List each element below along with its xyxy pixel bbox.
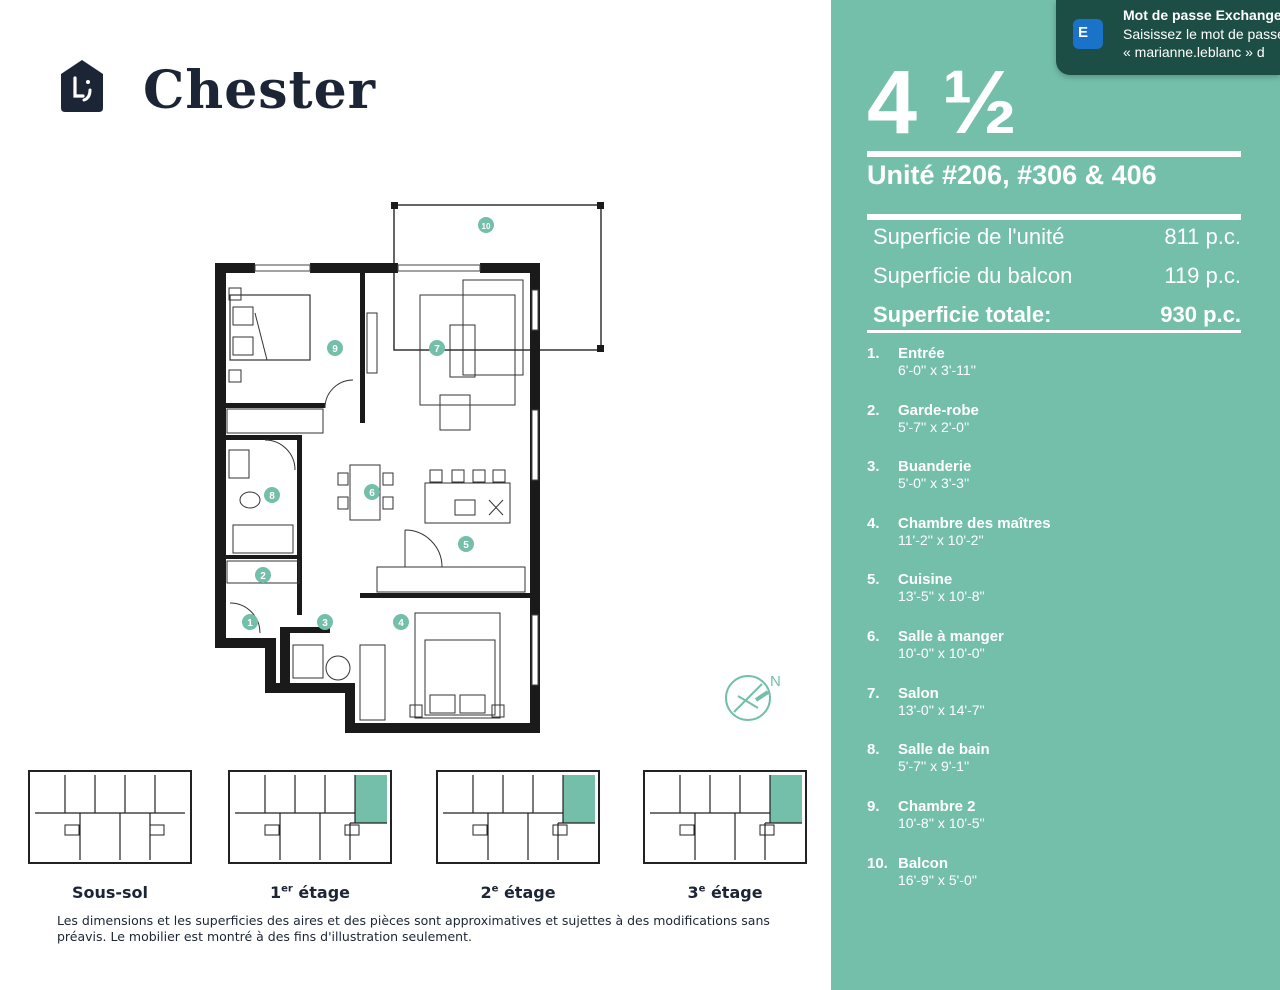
plan-label-3: 3 xyxy=(322,618,328,629)
compass-north-label: N xyxy=(770,673,781,690)
disclaimer-text: Les dimensions et les superficies des ai… xyxy=(57,913,770,944)
outlook-icon: E xyxy=(1073,19,1103,49)
notification-body-line-1: Saisissez le mot de passe xyxy=(1123,26,1280,42)
exchange-password-notification[interactable]: E Mot de passe Exchange Saisissez le mot… xyxy=(1056,0,1280,75)
mini-plan-first-floor xyxy=(228,770,392,864)
floorplan-panel: Chester xyxy=(28,60,807,944)
divider xyxy=(867,330,1241,333)
plan-label-10: 10 xyxy=(482,222,491,231)
plan-label-6: 6 xyxy=(369,488,375,499)
notification-body-line-2: « marianne.leblanc » d xyxy=(1123,44,1265,60)
unit-info-panel: 4 ½ Unité #206, #306 & 406 Superficie de… xyxy=(831,0,1280,990)
plan-label-1: 1 xyxy=(247,618,253,629)
plan-label-8: 8 xyxy=(269,491,275,502)
divider xyxy=(867,151,1241,157)
unit-type-title: 4 ½ xyxy=(867,53,1018,153)
mini-plan-basement xyxy=(28,770,192,864)
mini-plan-label-third-floor: 3e étage xyxy=(687,883,763,902)
chester-logo-icon xyxy=(61,60,103,112)
mini-plan-label-basement: Sous-sol xyxy=(71,883,149,902)
unit-numbers: Unité #206, #306 & 406 xyxy=(867,160,1157,190)
floor-plan-drawing: 1 2 3 4 5 6 7 8 9 10 xyxy=(215,202,604,733)
plan-label-7: 7 xyxy=(434,344,440,355)
divider xyxy=(867,214,1241,220)
mini-plan-label-first-floor: 1er étage xyxy=(269,883,351,902)
mini-plan-third-floor xyxy=(643,770,807,864)
area-row-total: Superficie totale:930 p.c. xyxy=(873,302,1241,327)
plan-label-5: 5 xyxy=(463,540,469,551)
compass-icon: N xyxy=(725,673,781,721)
plan-label-2: 2 xyxy=(260,571,266,582)
plan-label-4: 4 xyxy=(398,618,404,629)
mini-plan-label-second-floor: 2e étage xyxy=(480,883,556,902)
notification-title: Mot de passe Exchange xyxy=(1123,7,1280,23)
plan-label-9: 9 xyxy=(332,344,338,355)
mini-plan-second-floor xyxy=(436,770,600,864)
brand-name: Chester xyxy=(143,60,377,121)
